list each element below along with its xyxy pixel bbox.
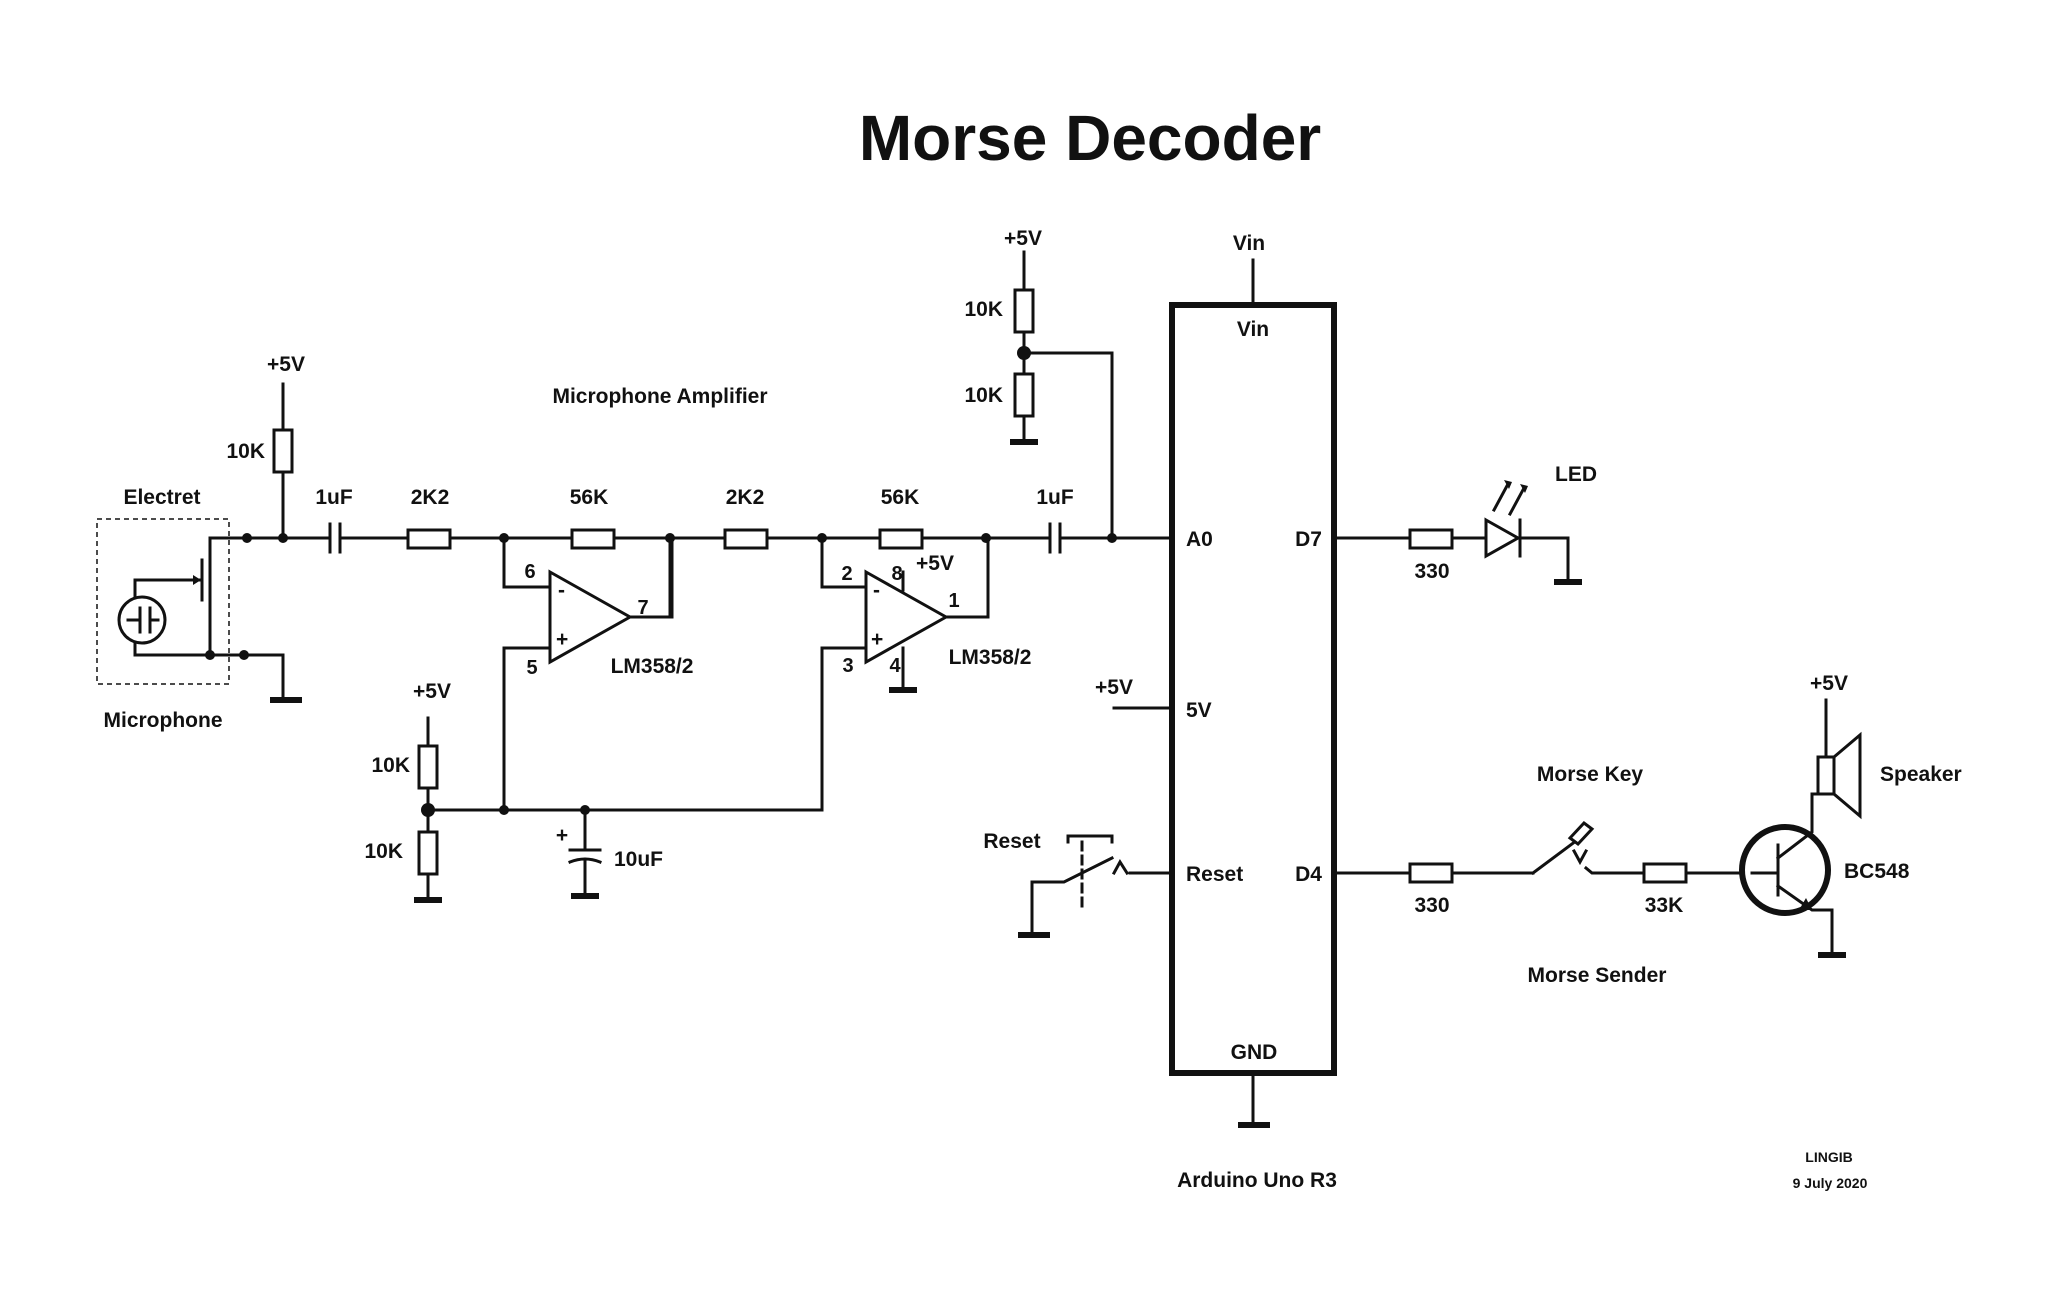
mic-supply-label: +5V — [267, 353, 305, 376]
bypass-cap-label: 10uF — [614, 848, 663, 871]
arduino-pin-d7: D7 — [1295, 528, 1322, 551]
u1-pin-noninv: 5 — [526, 657, 537, 679]
arduino-pin-reset: Reset — [1186, 863, 1243, 886]
arduino-5v-supply: +5V — [1095, 676, 1133, 699]
divider-bottom-label: 10K — [364, 840, 403, 863]
mic-bias-resistor-label: 10K — [226, 440, 265, 463]
arduino-pin-a0: A0 — [1186, 528, 1213, 551]
led-circuit — [1332, 480, 1582, 585]
a0-bottom-resistor-label: 10K — [964, 384, 1003, 407]
r-2k2-b-label: 2K2 — [726, 486, 765, 509]
amplifier-label: Microphone Amplifier — [552, 385, 767, 408]
r-2k2-a-label: 2K2 — [411, 486, 450, 509]
coupling-cap-out-label: 1uF — [1036, 486, 1074, 509]
morse-sender-circuit — [1332, 698, 1862, 958]
author-credit: LINGIB — [1805, 1149, 1852, 1165]
microphone-label: Microphone — [104, 709, 223, 732]
mic-wiring — [205, 382, 332, 703]
arduino-board — [1112, 258, 1337, 1128]
reset-switch — [1018, 834, 1174, 938]
arduino-pin-gnd: GND — [1231, 1041, 1278, 1064]
u2-pin-vcc: 8 — [891, 563, 902, 585]
signal-chain — [281, 522, 1174, 616]
transistor-part-label: BC548 — [1844, 860, 1910, 883]
u1-plus: + — [556, 628, 568, 651]
coupling-cap-in-label: 1uF — [315, 486, 353, 509]
u1-minus: - — [558, 579, 565, 602]
divider-supply-label: +5V — [413, 680, 451, 703]
divider-top-label: 10K — [371, 754, 410, 777]
speaker-label: Speaker — [1880, 763, 1962, 786]
opamp-u1 — [502, 536, 674, 812]
base-resistor-label: 33K — [1645, 894, 1684, 917]
arduino-pin-5v: 5V — [1186, 699, 1212, 722]
led-resistor-label: 330 — [1414, 560, 1449, 583]
bias-divider — [414, 716, 824, 903]
key-resistor-label: 330 — [1414, 894, 1449, 917]
u1-pin-inv: 6 — [524, 561, 535, 583]
diagram-title: Morse Decoder — [859, 102, 1321, 174]
bypass-cap-polarity: + — [556, 824, 568, 847]
u2-pin-gnd: 4 — [889, 655, 901, 677]
u1-part-label: LM358/2 — [611, 655, 694, 678]
u2-plus: + — [871, 628, 883, 651]
arduino-pin-d4: D4 — [1295, 863, 1322, 886]
r-56k-a-label: 56K — [570, 486, 609, 509]
led-label: LED — [1555, 463, 1597, 486]
u2-part-label: LM358/2 — [949, 646, 1032, 669]
electret-microphone — [96, 518, 249, 685]
morse-key-label: Morse Key — [1537, 763, 1644, 786]
opamp-u2 — [820, 536, 990, 812]
u1-pin-out: 7 — [637, 597, 648, 619]
arduino-pin-vin: Vin — [1237, 318, 1269, 341]
u2-pin-noninv: 3 — [842, 655, 853, 677]
arduino-name: Arduino Uno R3 — [1177, 1169, 1337, 1192]
u2-vcc-label: +5V — [916, 552, 954, 575]
u2-pin-out: 1 — [948, 590, 959, 612]
date-credit: 9 July 2020 — [1793, 1175, 1868, 1191]
u2-minus: - — [873, 579, 880, 602]
r-56k-b-label: 56K — [881, 486, 920, 509]
a0-top-resistor-label: 10K — [964, 298, 1003, 321]
a0-bias-divider — [1010, 250, 1114, 540]
morse-sender-label: Morse Sender — [1528, 964, 1667, 987]
speaker-supply-label: +5V — [1810, 672, 1848, 695]
reset-switch-label: Reset — [983, 830, 1040, 853]
electret-label: Electret — [123, 486, 200, 509]
a0-supply-label: +5V — [1004, 227, 1042, 250]
arduino-vin-external: Vin — [1233, 232, 1265, 255]
u2-pin-inv: 2 — [841, 563, 852, 585]
